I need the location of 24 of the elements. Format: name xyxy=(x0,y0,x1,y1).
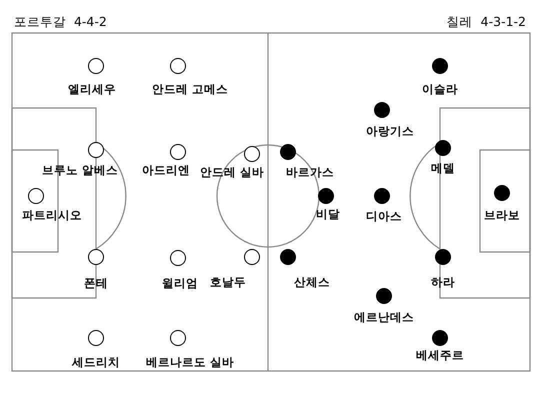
player-name: 폰테 xyxy=(84,275,108,291)
player-name: 하라 xyxy=(431,274,455,290)
player-name: 메델 xyxy=(431,160,455,176)
player-name: 엘리세우 xyxy=(68,81,116,97)
player-name: 비달 xyxy=(316,206,340,222)
player-name: 아랑기스 xyxy=(366,123,414,139)
player-name: 브라보 xyxy=(484,207,520,223)
player-name: 바르가스 xyxy=(286,164,334,180)
player-name: 베르나르도 실바 xyxy=(146,354,234,370)
player-name: 아드리엔 xyxy=(142,162,190,178)
player-name: 세드리치 xyxy=(72,354,120,370)
player-name: 윌리엄 xyxy=(162,275,198,291)
player-name: 안드레 실바 xyxy=(200,164,264,180)
player-name: 안드레 고메스 xyxy=(152,81,228,97)
player-name: 에르난데스 xyxy=(354,309,414,325)
player-name: 디아스 xyxy=(366,208,402,224)
player-name: 베세주르 xyxy=(416,347,464,363)
player-name: 산체스 xyxy=(294,274,330,290)
player-name: 이슬라 xyxy=(422,81,458,97)
player-name: 호날두 xyxy=(210,274,246,290)
team-formation-label: 칠레 4-3-1-2 xyxy=(446,14,526,30)
player-name: 브루노 알베스 xyxy=(42,162,118,178)
team-formation-label: 포르투갈 4-4-2 xyxy=(14,14,107,30)
player-name: 파트리시오 xyxy=(22,207,82,223)
